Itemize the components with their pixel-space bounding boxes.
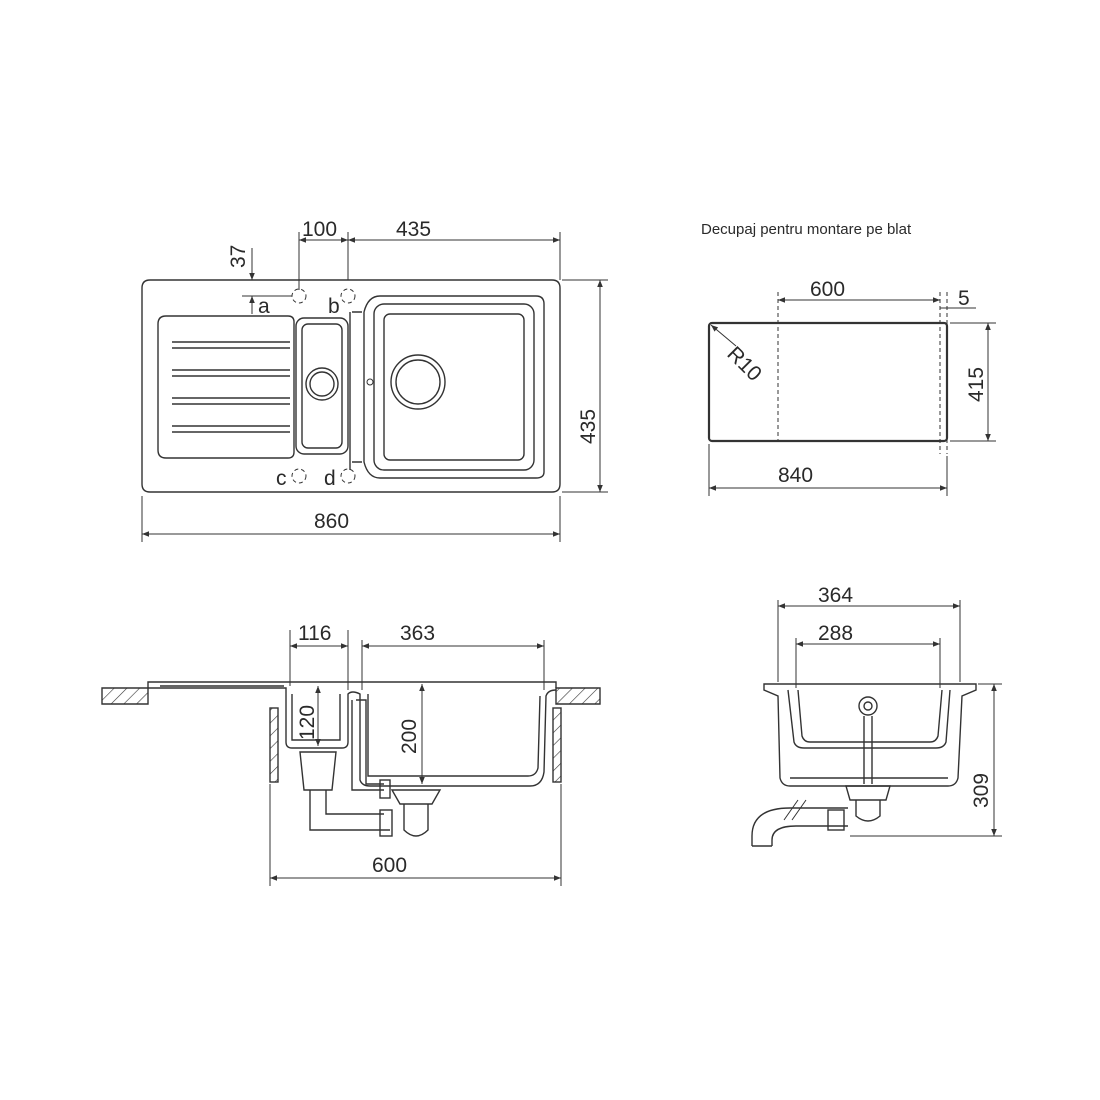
dim-116: 116 (298, 622, 331, 645)
hole-label-c: c (276, 467, 287, 490)
outlet-pipe (751, 807, 848, 847)
cabinet-wall-left (269, 707, 279, 783)
dim-100: 100 (302, 218, 337, 241)
dim-309: 309 (970, 773, 993, 808)
dim-5: 5 (958, 287, 970, 310)
drainer-area (157, 315, 295, 459)
drainer-grooves (172, 341, 290, 433)
dim-37: 37 (227, 245, 250, 268)
countertop-left (101, 687, 149, 705)
small-bowl-drain (305, 367, 339, 401)
tap-hole-c-icon (291, 468, 307, 484)
cutout-view: Decupaj pentru montare pe blat R10 600 5… (701, 221, 996, 496)
main-bowl-outer (373, 303, 535, 471)
dim-435-top: 435 (396, 218, 431, 241)
dim-435-side: 435 (577, 409, 600, 444)
dim-600-cutout: 600 (810, 278, 845, 301)
dim-364: 364 (818, 584, 853, 607)
waste-pipe-left (299, 751, 390, 831)
countertop-right (555, 687, 601, 705)
dim-415: 415 (965, 367, 988, 402)
sink-profile (147, 681, 557, 787)
cutout-rectangle (707, 321, 949, 443)
cabinet-wall-right (552, 707, 562, 783)
top-view: a b c d 100 435 37 435 860 (141, 218, 608, 542)
small-bowl-inner (301, 323, 343, 449)
dim-840: 840 (778, 464, 813, 487)
main-bowl-inner (383, 313, 525, 461)
dim-200: 200 (398, 719, 421, 754)
bowl-divider (349, 295, 545, 479)
overflow-icon (366, 378, 374, 386)
long-section-view: 116 363 120 200 600 (101, 622, 601, 886)
dim-860: 860 (314, 510, 349, 533)
dim-288: 288 (818, 622, 853, 645)
hole-label-a: a (258, 295, 270, 318)
trap-main (390, 789, 442, 837)
main-bowl-drain (390, 354, 446, 410)
dim-r10: R10 (722, 342, 766, 386)
tap-hole-a-icon (291, 288, 307, 304)
dim-363: 363 (400, 622, 435, 645)
dim-600-section: 600 (372, 854, 407, 877)
drain-mechanism (845, 696, 891, 822)
overflow-pipe (351, 699, 384, 791)
small-bowl-outer (295, 317, 349, 455)
bowl-profile (763, 683, 977, 787)
dim-120: 120 (296, 705, 319, 740)
cutout-caption: Decupaj pentru montare pe blat (701, 221, 912, 238)
sink-outline (141, 279, 561, 493)
tap-hole-b-icon (340, 288, 356, 304)
tap-hole-d-icon (340, 468, 356, 484)
hole-label-d: d (324, 467, 336, 490)
hole-label-b: b (328, 295, 340, 318)
short-section-view: 364 288 309 (751, 584, 1002, 847)
